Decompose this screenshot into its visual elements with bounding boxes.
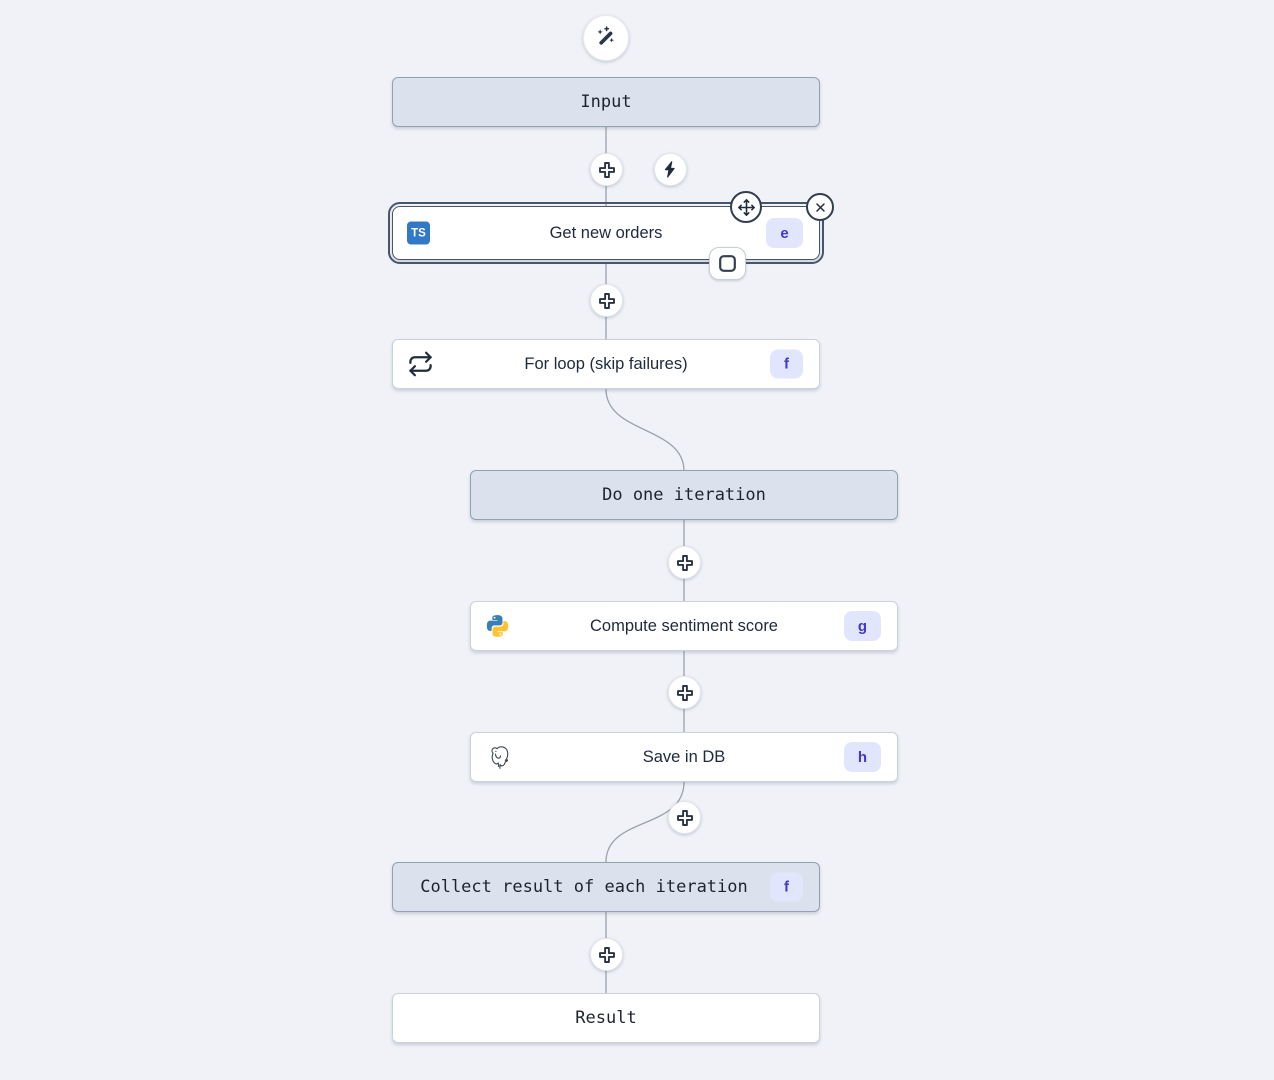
- insert-step-button-6[interactable]: [590, 938, 623, 971]
- move-icon: [737, 198, 756, 217]
- python-icon: [485, 614, 510, 639]
- insert-step-button-5[interactable]: [668, 801, 701, 834]
- edge-forloop-to-iteration: [605, 388, 685, 472]
- node-for-loop[interactable]: For loop (skip failures) f: [392, 339, 820, 389]
- postgresql-icon: [485, 744, 512, 771]
- typescript-icon: TS: [407, 221, 430, 245]
- step-id-badge: g: [844, 611, 881, 641]
- plus-icon: [675, 808, 695, 828]
- node-input-label: Input: [580, 92, 632, 112]
- node-result-label: Result: [575, 1008, 637, 1028]
- node-for-loop-label: For loop (skip failures): [524, 354, 688, 373]
- close-icon: [813, 200, 828, 215]
- add-trigger-button[interactable]: [654, 153, 687, 186]
- ai-flow-button[interactable]: [583, 15, 629, 61]
- node-compute-sentiment-score-label: Compute sentiment score: [589, 616, 778, 635]
- repeat-icon: [407, 351, 434, 378]
- plus-icon: [675, 683, 695, 703]
- typescript-icon-label: TS: [407, 221, 430, 245]
- plus-icon: [675, 553, 695, 573]
- plus-icon: [597, 291, 617, 311]
- node-do-one-iteration[interactable]: Do one iteration: [470, 470, 898, 520]
- move-step-button[interactable]: [730, 191, 762, 223]
- node-collect-result[interactable]: Collect result of each iteration f: [392, 862, 820, 912]
- node-input[interactable]: Input: [392, 77, 820, 127]
- node-save-in-db-label: Save in DB: [642, 747, 726, 766]
- node-save-in-db[interactable]: Save in DB h: [470, 732, 898, 782]
- square-icon: [718, 254, 737, 273]
- magic-wand-icon: [593, 25, 619, 51]
- insert-step-button-4[interactable]: [668, 676, 701, 709]
- insert-step-button-1[interactable]: [590, 153, 623, 186]
- node-compute-sentiment-score[interactable]: Compute sentiment score g: [470, 601, 898, 651]
- insert-step-button-2[interactable]: [590, 284, 623, 317]
- bolt-icon: [661, 160, 680, 179]
- delete-step-button[interactable]: [806, 193, 834, 221]
- plus-icon: [597, 160, 617, 180]
- node-result[interactable]: Result: [392, 993, 820, 1043]
- node-get-new-orders-label: Get new orders: [549, 223, 663, 242]
- plus-icon: [597, 945, 617, 965]
- step-id-badge: h: [844, 742, 881, 772]
- stop-after-step-button[interactable]: [709, 247, 746, 280]
- node-get-new-orders[interactable]: TS Get new orders e: [388, 202, 824, 264]
- node-collect-result-label: Collect result of each iteration: [420, 877, 748, 897]
- insert-step-button-3[interactable]: [668, 546, 701, 579]
- step-id-badge: e: [766, 218, 803, 248]
- step-id-badge: f: [770, 872, 803, 902]
- node-do-one-iteration-label: Do one iteration: [602, 485, 766, 505]
- step-id-badge: f: [770, 349, 803, 379]
